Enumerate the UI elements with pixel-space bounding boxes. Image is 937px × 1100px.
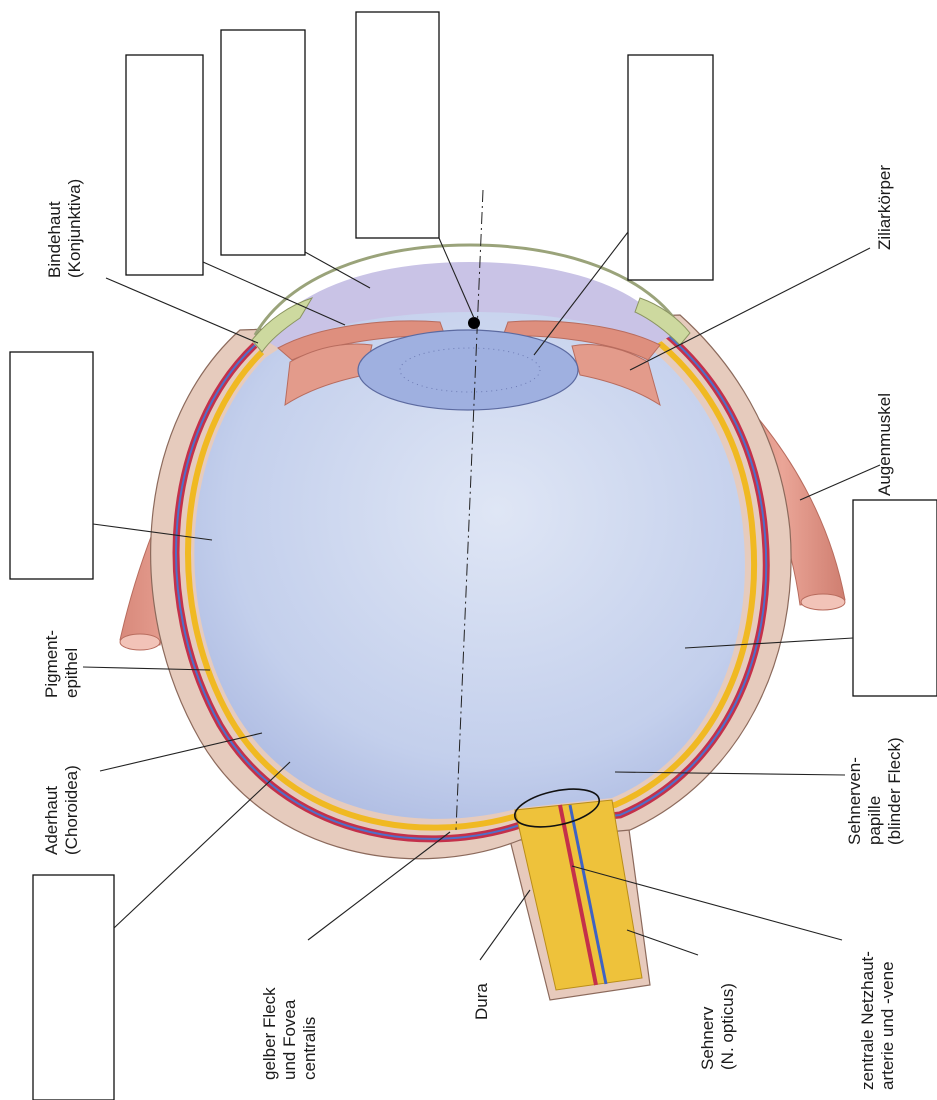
blank-box-6 <box>853 500 937 696</box>
leader-augenmuskel <box>800 465 880 500</box>
label-dura: Dura <box>472 983 491 1020</box>
label-pigmentepithel: Pigment- epithel <box>42 625 81 698</box>
label-ziliarkoerper: Ziliarkörper <box>875 165 894 250</box>
label-sehnerv: Sehnerv (N. opticus) <box>698 983 737 1070</box>
label-gelber-fleck: gelber Fleck und Fovea centralis <box>260 983 319 1080</box>
label-netzhautgefaesse: zentrale Netzhaut- arterie und -vene <box>858 946 897 1090</box>
leader-dura <box>480 890 530 960</box>
blank-box-1 <box>126 55 203 275</box>
blank-box-5 <box>10 352 93 579</box>
lens <box>358 330 578 410</box>
label-augenmuskel: Augenmuskel <box>875 393 894 496</box>
blank-box-7 <box>33 875 114 1100</box>
blank-box-2 <box>221 30 305 255</box>
pupil-center-dot <box>468 317 480 329</box>
leader-box7 <box>114 762 290 928</box>
eye-muscle-right-end <box>801 594 845 610</box>
label-papille: Sehnerven- papille (blinder Fleck) <box>845 737 904 845</box>
label-bindehaut: Bindehaut (Konjunktiva) <box>45 179 84 278</box>
blank-box-4 <box>628 55 713 280</box>
leader-box2 <box>305 252 370 288</box>
eye-muscle-left-end <box>120 634 160 650</box>
leader-bindehaut <box>106 278 258 343</box>
blank-box-3 <box>356 12 439 238</box>
label-aderhaut: Aderhaut (Choroidea) <box>42 765 81 855</box>
